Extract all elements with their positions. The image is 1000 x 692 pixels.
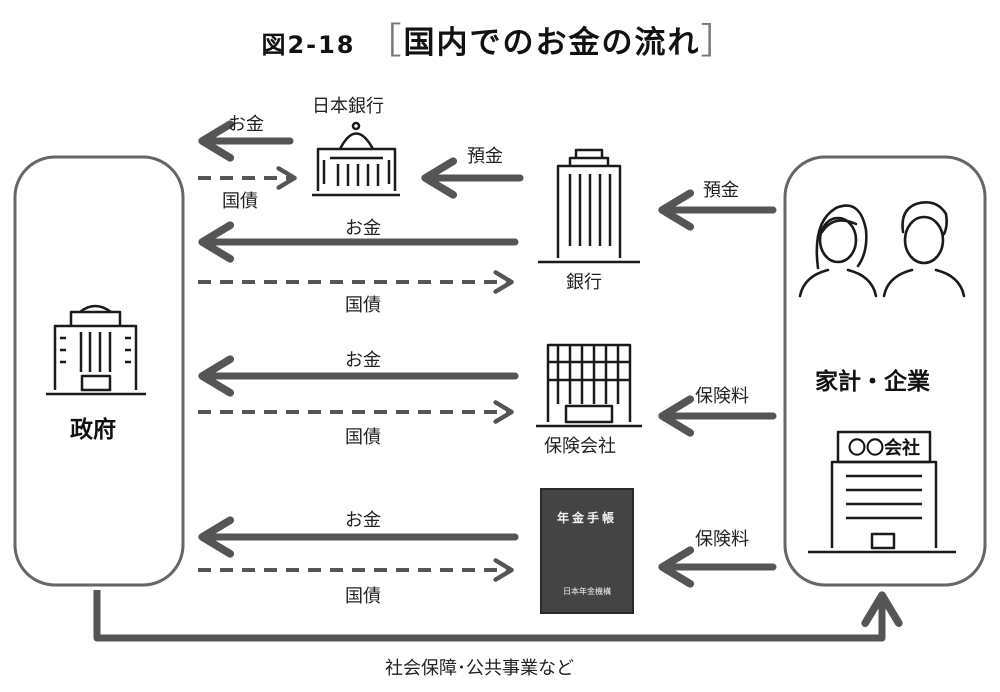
boj-bond-label: 国債: [222, 191, 258, 212]
bank-label: 銀行: [566, 272, 602, 293]
households-box: [783, 155, 987, 587]
arrow-social-security: [93, 590, 903, 642]
pension-book-org: 日本年金機構: [563, 586, 611, 596]
government-box: [13, 155, 185, 587]
insurance-premium-label: 保険料: [695, 386, 749, 407]
pension-money-label: お金: [345, 510, 381, 531]
company-building-icon: [808, 430, 956, 554]
man-icon: [882, 201, 966, 298]
pension-handbook: 年金手帳 日本年金機構: [540, 488, 634, 614]
household-deposit-label: 預金: [703, 180, 739, 201]
insurance-building-icon: [536, 343, 642, 428]
bank-money-label: お金: [345, 218, 381, 239]
company-sign: 〇〇会社: [848, 437, 920, 459]
woman-icon: [798, 204, 878, 298]
boj-deposit-label: 預金: [467, 146, 503, 167]
households-label: 家計・企業: [815, 369, 930, 395]
figure-title: 図2-18 ［国内でのお金の流れ］: [0, 12, 1000, 64]
pension-premium-label: 保険料: [695, 529, 749, 550]
title-open-bracket: ［: [365, 21, 404, 62]
title-text: 国内でのお金の流れ: [403, 25, 701, 61]
government-label: 政府: [70, 417, 116, 443]
insurance-label: 保険会社: [544, 436, 616, 457]
title-close-bracket: ］: [700, 21, 739, 62]
pension-bond-label: 国債: [345, 586, 381, 607]
bank-building-icon: [538, 148, 640, 264]
insurance-bond-label: 国債: [345, 427, 381, 448]
boj-label: 日本銀行: [312, 96, 384, 117]
boj-money-label: お金: [228, 114, 264, 135]
pension-book-title: 年金手帳: [557, 510, 617, 525]
social-security-label: 社会保障･公共事業など: [385, 658, 574, 679]
bank-bond-label: 国債: [345, 295, 381, 316]
government-building-icon: [46, 304, 146, 396]
bank-of-japan-icon: [312, 121, 400, 197]
figure-number: 図2-18: [261, 31, 356, 59]
insurance-money-label: お金: [345, 350, 381, 371]
